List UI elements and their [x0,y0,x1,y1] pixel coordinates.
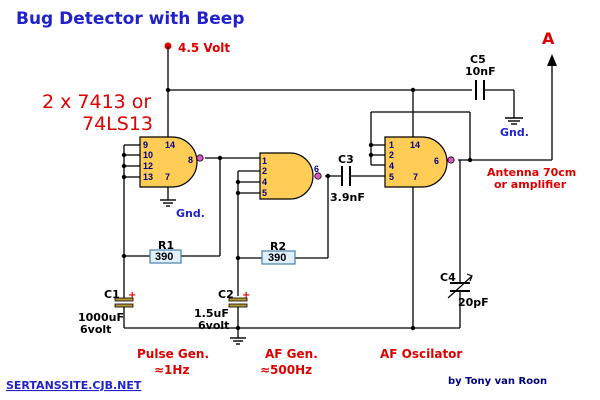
capacitor-c2: + C2 1.5uF 6volt [194,288,250,332]
junction-dots [121,87,473,331]
section-af-gen: AF Gen. ≈500Hz [260,347,318,377]
capacitor-c5: C5 10nF [465,53,496,100]
c2-value: 1.5uF [194,307,229,320]
gate3-pin-5: 5 [389,172,394,182]
gate-af-oscillator: 1 2 4 5 14 7 6 [384,136,455,188]
section-af-gen-freq: ≈500Hz [260,363,312,377]
ic-label-line1: 2 x 7413 or [42,91,151,113]
gate3-pin-1: 1 [389,140,394,150]
section-af-gen-name: AF Gen. [265,347,318,361]
footer-link[interactable]: SERTANSSITE.CJB.NET [6,379,142,392]
gate1-pin-10: 10 [143,150,153,160]
c4-value: 20pF [458,296,489,309]
gate1-pin-8: 8 [188,155,193,165]
supply-label: 4.5 Volt [178,41,230,55]
ground-gate1-label: Gnd. [176,207,205,220]
gate2-pin-5: 5 [262,188,267,198]
c2-plate-bottom [228,303,248,308]
gate2-pin-4: 4 [262,177,267,187]
gate3-pin-4: 4 [389,161,394,171]
nand-gate-1-body [139,136,198,188]
gate-pulse-generator: 14 9 10 12 13 7 8 [139,136,204,188]
gate1-pin-7: 7 [165,172,170,182]
c1-plate-bottom [114,303,134,308]
gate1-pin-9: 9 [143,140,148,150]
c1-value: 1000uF [78,311,124,324]
nand-gate-3-output-bubble [447,156,455,164]
ground-c5: Gnd. [500,117,529,139]
antenna-marker: A [542,29,555,48]
c1-rating: 6volt [80,323,111,336]
c2-name: C2 [218,288,234,301]
gate2-pin-1: 1 [262,156,267,166]
antenna-output: A Antenna 70cm or amplifier [487,29,576,191]
c3-value: 3.9nF [330,191,365,204]
resistor-r2: R2 390 [261,240,296,265]
section-pulse-gen: Pulse Gen. ≈1Hz [137,347,209,377]
capacitor-c4: C4 20pF [440,271,489,309]
r1-name: R1 [158,239,174,252]
ground-c5-label: Gnd. [500,126,529,139]
c5-value: 10nF [465,65,496,78]
capacitor-c3: C3 3.9nF [330,153,365,204]
c2-plate-top [228,297,248,302]
r1-body [149,249,182,264]
author-credit: by Tony van Roon [448,376,547,387]
gate2-pin-2: 2 [262,166,267,176]
antenna-arrow-icon [547,54,557,66]
gate2-pin-6: 6 [314,164,319,174]
ic-label-line2: 74LS13 [82,113,153,135]
nand-gate-3-body [384,136,448,188]
c2-rating: 6volt [198,319,229,332]
capacitor-c1: + C1 1000uF 6volt [78,288,136,336]
gate1-pin-12: 12 [143,161,153,171]
nand-gate-2-body [259,152,314,200]
antenna-caption-line2: or amplifier [494,178,567,191]
r2-value: 390 [268,252,286,264]
c4-name: C4 [440,271,456,284]
gate-af-generator: 1 2 4 5 6 [259,152,322,200]
c1-name: C1 [104,288,120,301]
section-af-oscillator-name: AF Oscilator [380,347,462,361]
resistor-r1: R1 390 [149,239,182,264]
gate3-pin-7: 7 [413,172,418,182]
gate3-pin-6: 6 [434,156,439,166]
wires [123,46,553,338]
gate3-pin-14: 14 [410,140,420,150]
antenna-caption-line1: Antenna 70cm [487,166,576,179]
r2-name: R2 [270,240,286,253]
ground-gate1: Gnd. [160,199,205,220]
section-af-oscillator: AF Oscilator [380,347,462,361]
section-pulse-gen-name: Pulse Gen. [137,347,209,361]
diagram-title: Bug Detector with Beep [16,9,245,29]
gate1-pin-13: 13 [143,172,153,182]
nand-gate-1-output-bubble [196,154,204,162]
section-pulse-gen-freq: ≈1Hz [154,363,189,377]
c3-name: C3 [338,153,354,166]
nand-gate-2-output-bubble [314,172,322,180]
c5-name: C5 [470,53,486,66]
r1-value: 390 [155,251,173,263]
r2-body [261,250,296,265]
supply-terminal: 4.5 Volt [164,41,230,55]
c2-polarity: + [242,290,250,301]
c1-polarity: + [128,290,136,301]
ground-main [230,337,246,345]
gate3-pin-2: 2 [389,150,394,160]
gate1-pin-14: 14 [165,140,175,150]
